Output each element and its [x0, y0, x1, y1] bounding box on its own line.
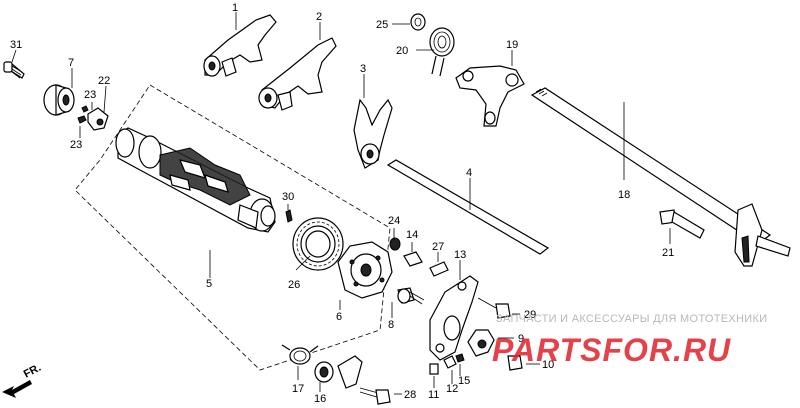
callout-23-upper: 23 — [84, 89, 96, 101]
shift-drum-plate — [337, 241, 393, 299]
callout-1: 1 — [232, 2, 238, 14]
callout-numbers: 1 2 3 4 5 6 7 8 9 10 11 12 13 14 15 16 1… — [10, 2, 674, 405]
callout-29: 29 — [524, 309, 536, 321]
spring-17 — [281, 344, 319, 365]
callout-9: 9 — [518, 333, 524, 345]
callout-24: 24 — [388, 215, 400, 227]
callout-15: 15 — [458, 375, 470, 387]
bearing-26 — [292, 217, 344, 271]
bolt-21 — [659, 209, 705, 239]
stopper-plate — [429, 275, 479, 361]
callout-10: 10 — [542, 359, 554, 371]
front-direction-indicator: FR. — [2, 362, 43, 398]
shift-shaft — [530, 87, 791, 267]
watermark-tagline: ЗАПЧАСТИ И АКСЕССУАРЫ ДЛЯ МОТОТЕХНИКИ — [496, 313, 768, 325]
callout-25: 25 — [376, 19, 388, 31]
partsfor-logo: PARTSFOR.RU — [492, 332, 731, 368]
bolt-28 — [359, 387, 391, 405]
callout-20: 20 — [396, 45, 408, 57]
stopper-arm — [467, 329, 495, 357]
washer-25 — [410, 13, 426, 31]
callout-18: 18 — [618, 189, 630, 201]
bolt-8 — [397, 287, 425, 305]
shift-fork-1 — [203, 14, 277, 77]
spring-14 — [403, 251, 423, 267]
bolt-10 — [507, 355, 523, 371]
callout-7: 7 — [68, 57, 74, 69]
callout-8: 8 — [388, 319, 394, 331]
callout-21: 21 — [662, 247, 674, 259]
spring-20 — [429, 27, 455, 77]
callout-31: 31 — [10, 39, 22, 51]
shift-fork-2 — [258, 37, 337, 111]
callout-16: 16 — [314, 393, 326, 405]
callout-22: 22 — [98, 75, 110, 87]
callout-30: 30 — [282, 191, 294, 203]
logo-text: PARTSFOR.RU — [492, 332, 731, 368]
callout-11: 11 — [428, 389, 439, 401]
callout-2: 2 — [316, 11, 322, 23]
leader-lines — [11, 12, 671, 395]
assembly-outline — [74, 84, 391, 371]
callout-14: 14 — [406, 229, 418, 241]
fork-shaft — [386, 159, 550, 255]
callout-27: 27 — [432, 241, 444, 253]
pin-27 — [429, 261, 449, 277]
callout-6: 6 — [336, 311, 342, 323]
callout-19: 19 — [506, 39, 518, 51]
callout-12: 12 — [446, 383, 458, 395]
callout-26: 26 — [288, 279, 300, 291]
callout-23-lower: 23 — [70, 139, 82, 151]
washer-11 — [429, 363, 439, 375]
callout-4: 4 — [466, 167, 472, 179]
fr-label: FR. — [22, 362, 43, 381]
callout-3: 3 — [360, 63, 366, 75]
callout-28: 28 — [404, 389, 416, 401]
washer-24 — [389, 237, 401, 251]
shift-fork-3 — [353, 98, 393, 169]
shift-arm — [455, 65, 525, 127]
callout-13: 13 — [454, 249, 466, 261]
pin-30 — [285, 209, 293, 223]
callout-5: 5 — [206, 278, 212, 290]
stopper-collar-16 — [314, 355, 363, 389]
bolt-29 — [477, 297, 511, 319]
bearing-7 — [43, 84, 75, 116]
gearshift-drum — [115, 127, 276, 233]
pin-and-cap — [77, 105, 109, 131]
bolt-31 — [3, 61, 25, 79]
callout-17: 17 — [292, 383, 304, 395]
collar-12 — [443, 355, 457, 369]
pin-15 — [455, 353, 465, 363]
